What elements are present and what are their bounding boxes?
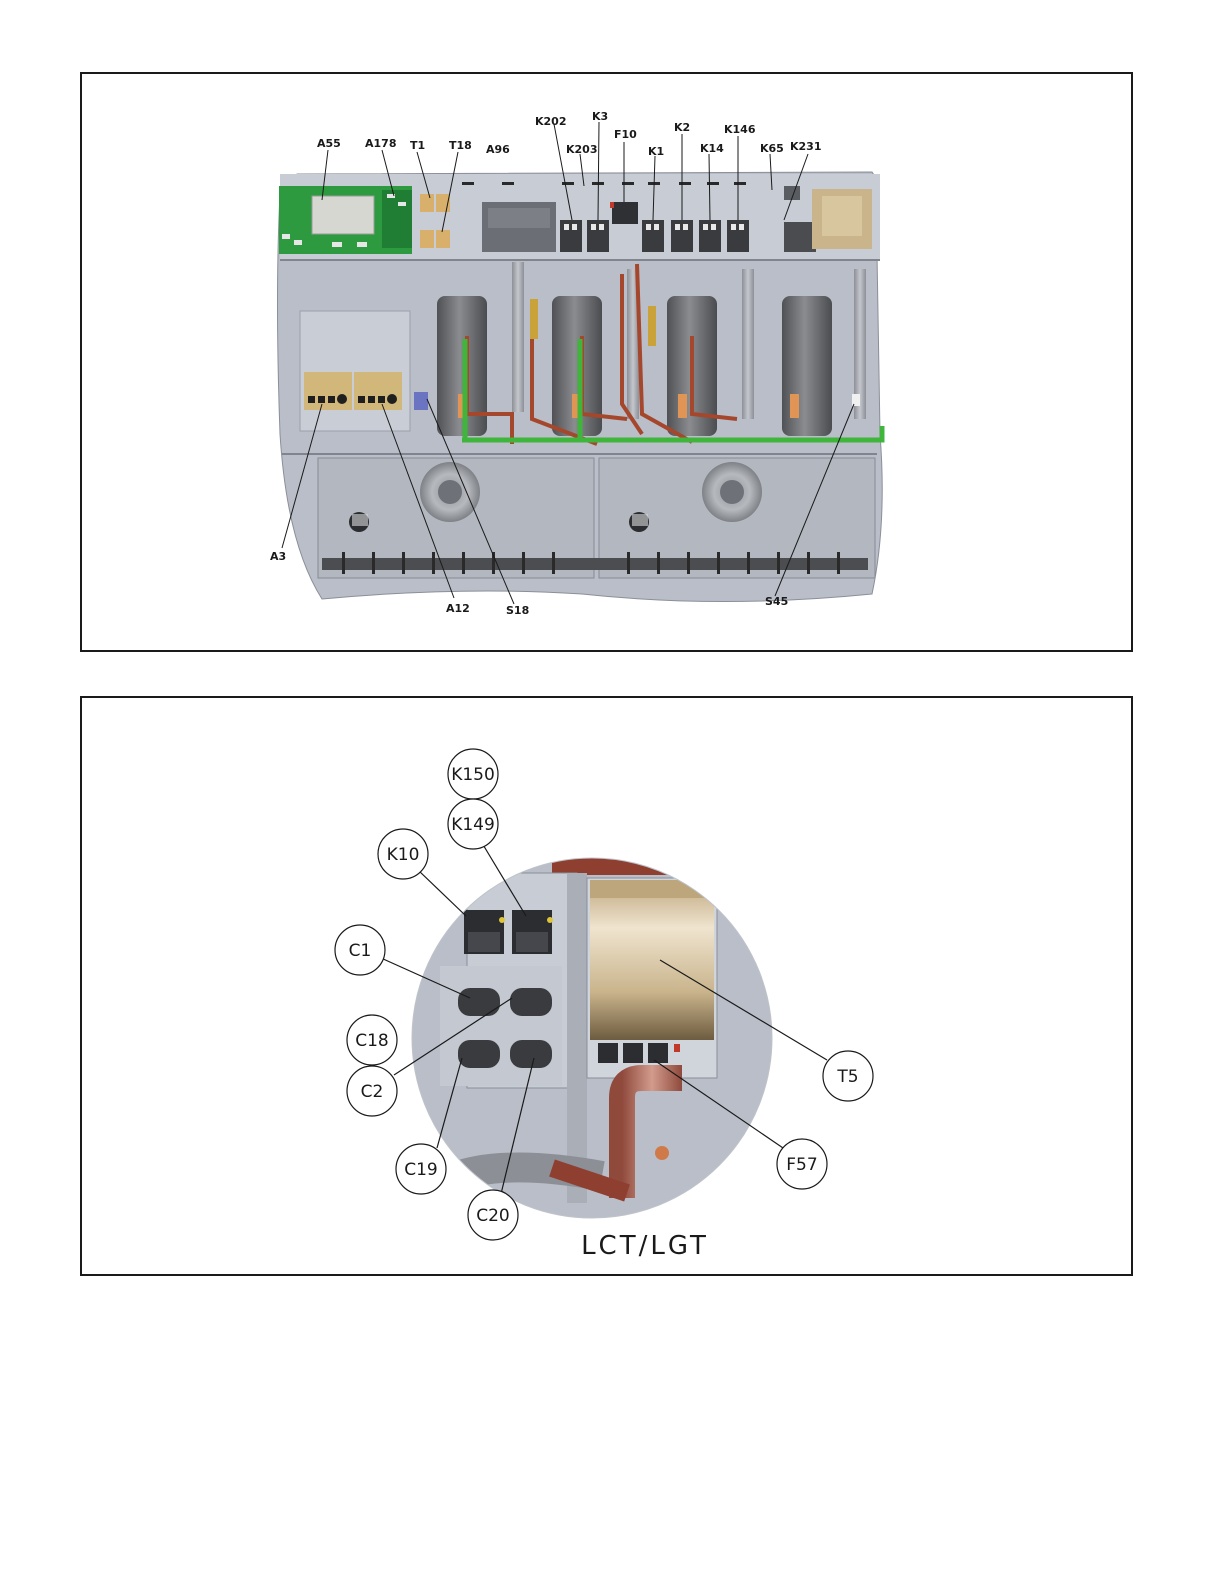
relay-k231 xyxy=(784,222,816,252)
transformer-t18 xyxy=(420,230,434,248)
label-k3: K3 xyxy=(592,110,608,123)
label-k231: K231 xyxy=(790,140,822,153)
unit-top-view: A55 A178 T1 T18 A96 K202 K203 K3 F10 K1 … xyxy=(82,74,1135,654)
board-a3 xyxy=(304,372,352,410)
label-a12: A12 xyxy=(446,602,470,615)
bottom-diagram-panel: K150 K149 K10 C1 C18 C2 C19 C20 xyxy=(80,696,1133,1276)
callout-c20: C20 xyxy=(468,1190,518,1240)
callout-t5: T5 xyxy=(823,1051,873,1101)
capacitor-c1 xyxy=(458,988,500,1016)
transformer-t1 xyxy=(420,194,434,212)
svg-text:C2: C2 xyxy=(361,1082,384,1102)
label-f10: F10 xyxy=(614,128,637,141)
label-k203: K203 xyxy=(566,143,598,156)
label-k65: K65 xyxy=(760,142,784,155)
model-label: LCT/LGT xyxy=(581,1231,709,1261)
callout-c19: C19 xyxy=(396,1144,446,1194)
transformer-t5 xyxy=(590,880,714,1040)
svg-text:C1: C1 xyxy=(349,941,372,961)
gas-valve-right xyxy=(629,512,649,532)
fuse-f10 xyxy=(612,202,638,224)
top-diagram-panel: A55 A178 T1 T18 A96 K202 K203 K3 F10 K1 … xyxy=(80,72,1133,652)
svg-text:K149: K149 xyxy=(451,815,495,835)
callout-c1: C1 xyxy=(335,925,385,975)
capacitor-c19 xyxy=(458,1040,500,1068)
board-a12 xyxy=(354,372,402,410)
switch-s45 xyxy=(852,394,860,406)
callout-f57: F57 xyxy=(777,1139,827,1189)
zoom-circle xyxy=(402,848,785,1228)
label-k14: K14 xyxy=(700,142,724,155)
callout-k150: K150 xyxy=(448,749,498,799)
svg-text:K10: K10 xyxy=(387,845,420,865)
label-a55: A55 xyxy=(317,137,341,150)
label-s45: S45 xyxy=(765,595,788,608)
svg-text:K150: K150 xyxy=(451,765,495,785)
label-a96: A96 xyxy=(486,143,510,156)
module-panel xyxy=(300,311,410,431)
capacitor-c18 xyxy=(510,988,552,1016)
control-box-detail: K150 K149 K10 C1 C18 C2 C19 C20 xyxy=(82,698,1135,1278)
compressor-4 xyxy=(782,296,832,436)
gas-valve-left xyxy=(349,512,369,532)
fuse-f57 xyxy=(598,1043,618,1063)
label-k146: K146 xyxy=(724,123,756,136)
svg-text:T5: T5 xyxy=(836,1067,858,1087)
capacitor-c20 xyxy=(510,1040,552,1068)
svg-text:F57: F57 xyxy=(786,1155,817,1175)
label-s18: S18 xyxy=(506,604,529,617)
label-k202: K202 xyxy=(535,115,567,128)
callout-k149: K149 xyxy=(448,799,498,849)
sensor-s18 xyxy=(414,392,428,410)
callout-k10: K10 xyxy=(378,829,428,879)
label-t18: T18 xyxy=(449,139,472,152)
label-k2: K2 xyxy=(674,121,690,134)
svg-text:C19: C19 xyxy=(404,1160,438,1180)
svg-text:C20: C20 xyxy=(476,1206,510,1226)
label-k1: K1 xyxy=(648,145,664,158)
svg-text:C18: C18 xyxy=(355,1031,389,1051)
board-chip xyxy=(312,196,374,234)
callout-c18: C18 xyxy=(347,1015,397,1065)
label-a3: A3 xyxy=(270,550,286,563)
label-t1: T1 xyxy=(410,139,425,152)
label-a178: A178 xyxy=(365,137,396,150)
callout-c2: C2 xyxy=(347,1066,397,1116)
